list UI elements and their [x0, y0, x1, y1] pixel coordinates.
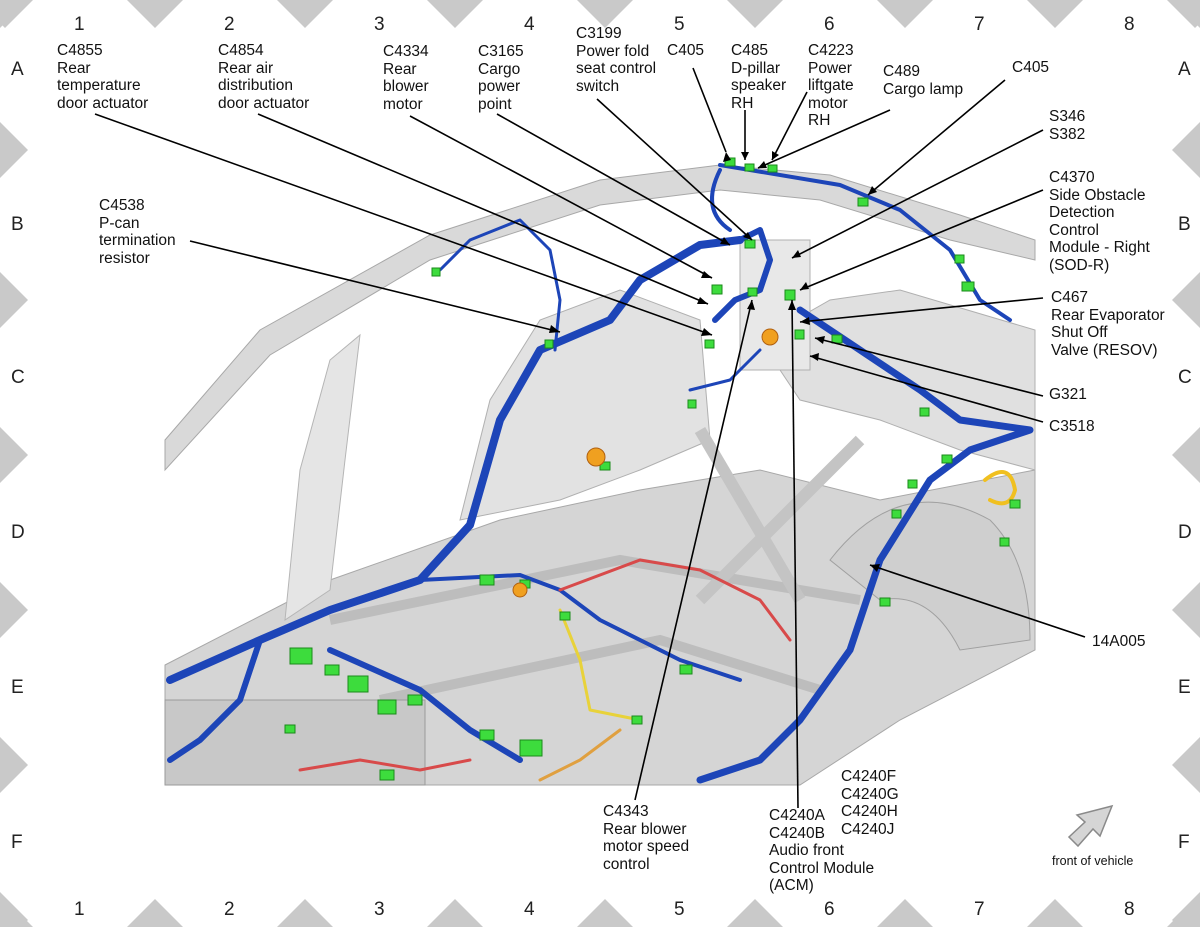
border-marker [727, 899, 783, 927]
border-marker [1172, 272, 1200, 328]
callout-c3518: C3518 [1049, 418, 1095, 435]
border-marker [0, 737, 28, 793]
border-marker [1172, 892, 1200, 927]
border-marker [1027, 899, 1083, 927]
border-marker [1172, 427, 1200, 483]
border-marker [0, 0, 28, 28]
border-marker [727, 0, 783, 28]
front-of-vehicle-label: front of vehicle [1052, 854, 1134, 868]
callout-c4343: C4343 Rear blower motor speed control [603, 803, 690, 873]
callout-c3199: C3199 Power fold seat control switch [576, 25, 657, 95]
border-marker [577, 0, 633, 28]
callout-g321: G321 [1049, 386, 1087, 403]
border-marker [0, 582, 28, 638]
border-marker [0, 892, 28, 927]
callout-c4370: C4370 Side Obstacle Detection Control Mo… [1049, 169, 1150, 274]
grid-row-left-D: D [11, 522, 25, 543]
border-marker [127, 899, 183, 927]
grid-row-left-B: B [11, 214, 24, 235]
leader-arrowheads [549, 151, 880, 572]
border-marker [577, 899, 633, 927]
grid-col-bottom-8: 8 [1124, 899, 1135, 920]
callout-c4334: C4334 Rear blower motor [383, 43, 429, 113]
callout-c405-top: C405 [667, 42, 705, 59]
border-marker [0, 122, 28, 178]
ground-points [512, 328, 779, 598]
border-marker [277, 0, 333, 28]
grid-row-right-D: D [1178, 522, 1192, 543]
border-marker [877, 0, 933, 28]
grid-row-right-E: E [1178, 677, 1191, 698]
border-marker [427, 899, 483, 927]
arrow-icon [1067, 804, 1114, 848]
callout-c4538: C4538 P-can termination resistor [99, 197, 176, 267]
callout-c467: C467 Rear Evaporator Shut Off Valve (RES… [1051, 289, 1165, 359]
wiring-harness [166, 163, 1034, 784]
border-marker [1172, 582, 1200, 638]
border-marker [277, 899, 333, 927]
grid-col-top-5: 5 [674, 14, 685, 35]
callout-c4223: C4223 Power liftgate motor RH [808, 42, 854, 129]
border-marker [127, 0, 183, 28]
grid-col-bottom-4: 4 [524, 899, 535, 920]
border-marker [877, 899, 933, 927]
connectors [284, 157, 1021, 781]
grid-row-left-C: C [11, 367, 25, 388]
grid-col-bottom-5: 5 [674, 899, 685, 920]
grid-row-right-B: B [1178, 214, 1191, 235]
grid-row-right-F: F [1178, 832, 1190, 853]
callout-c4855: C4855 Rear temperature door actuator [57, 42, 149, 112]
grid-col-top-1: 1 [74, 14, 85, 35]
grid-col-top-6: 6 [824, 14, 835, 35]
callout-s346: S346 S382 [1049, 108, 1086, 143]
grid-col-bottom-3: 3 [374, 899, 385, 920]
grid-col-top-7: 7 [974, 14, 985, 35]
callout-c4854: C4854 Rear air distribution door actuato… [218, 42, 310, 112]
grid-col-bottom-7: 7 [974, 899, 985, 920]
callout-c3165: C3165 Cargo power point [478, 43, 524, 113]
grid-row-left-A: A [11, 59, 24, 80]
grid-row-left-F: F [11, 832, 23, 853]
callout-c405-right: C405 [1012, 59, 1050, 76]
grid-col-top-8: 8 [1124, 14, 1135, 35]
border-marker [1172, 737, 1200, 793]
grid-col-bottom-1: 1 [74, 899, 85, 920]
grid-row-left-E: E [11, 677, 24, 698]
grid-col-bottom-6: 6 [824, 899, 835, 920]
grid-col-top-3: 3 [374, 14, 385, 35]
callout-c489: C489 Cargo lamp [883, 63, 964, 98]
border-marker [0, 427, 28, 483]
leader-lines [94, 67, 1086, 809]
callout-14a005: 14A005 [1092, 633, 1146, 650]
grid-row-right-A: A [1178, 59, 1191, 80]
callout-c4240a: C4240A C4240B Audio front Control Module… [769, 807, 875, 894]
grid-col-top-2: 2 [224, 14, 235, 35]
border-marker [1027, 0, 1083, 28]
callout-c4240f: C4240F C4240G C4240H C4240J [841, 768, 899, 838]
border-marker [0, 272, 28, 328]
border-marker [427, 0, 483, 28]
border-marker [1172, 0, 1200, 28]
grid-row-right-C: C [1178, 367, 1192, 388]
callout-c485: C485 D-pillar speaker RH [731, 42, 787, 112]
grid-col-top-4: 4 [524, 14, 535, 35]
grid-col-bottom-2: 2 [224, 899, 235, 920]
border-marker [1172, 122, 1200, 178]
